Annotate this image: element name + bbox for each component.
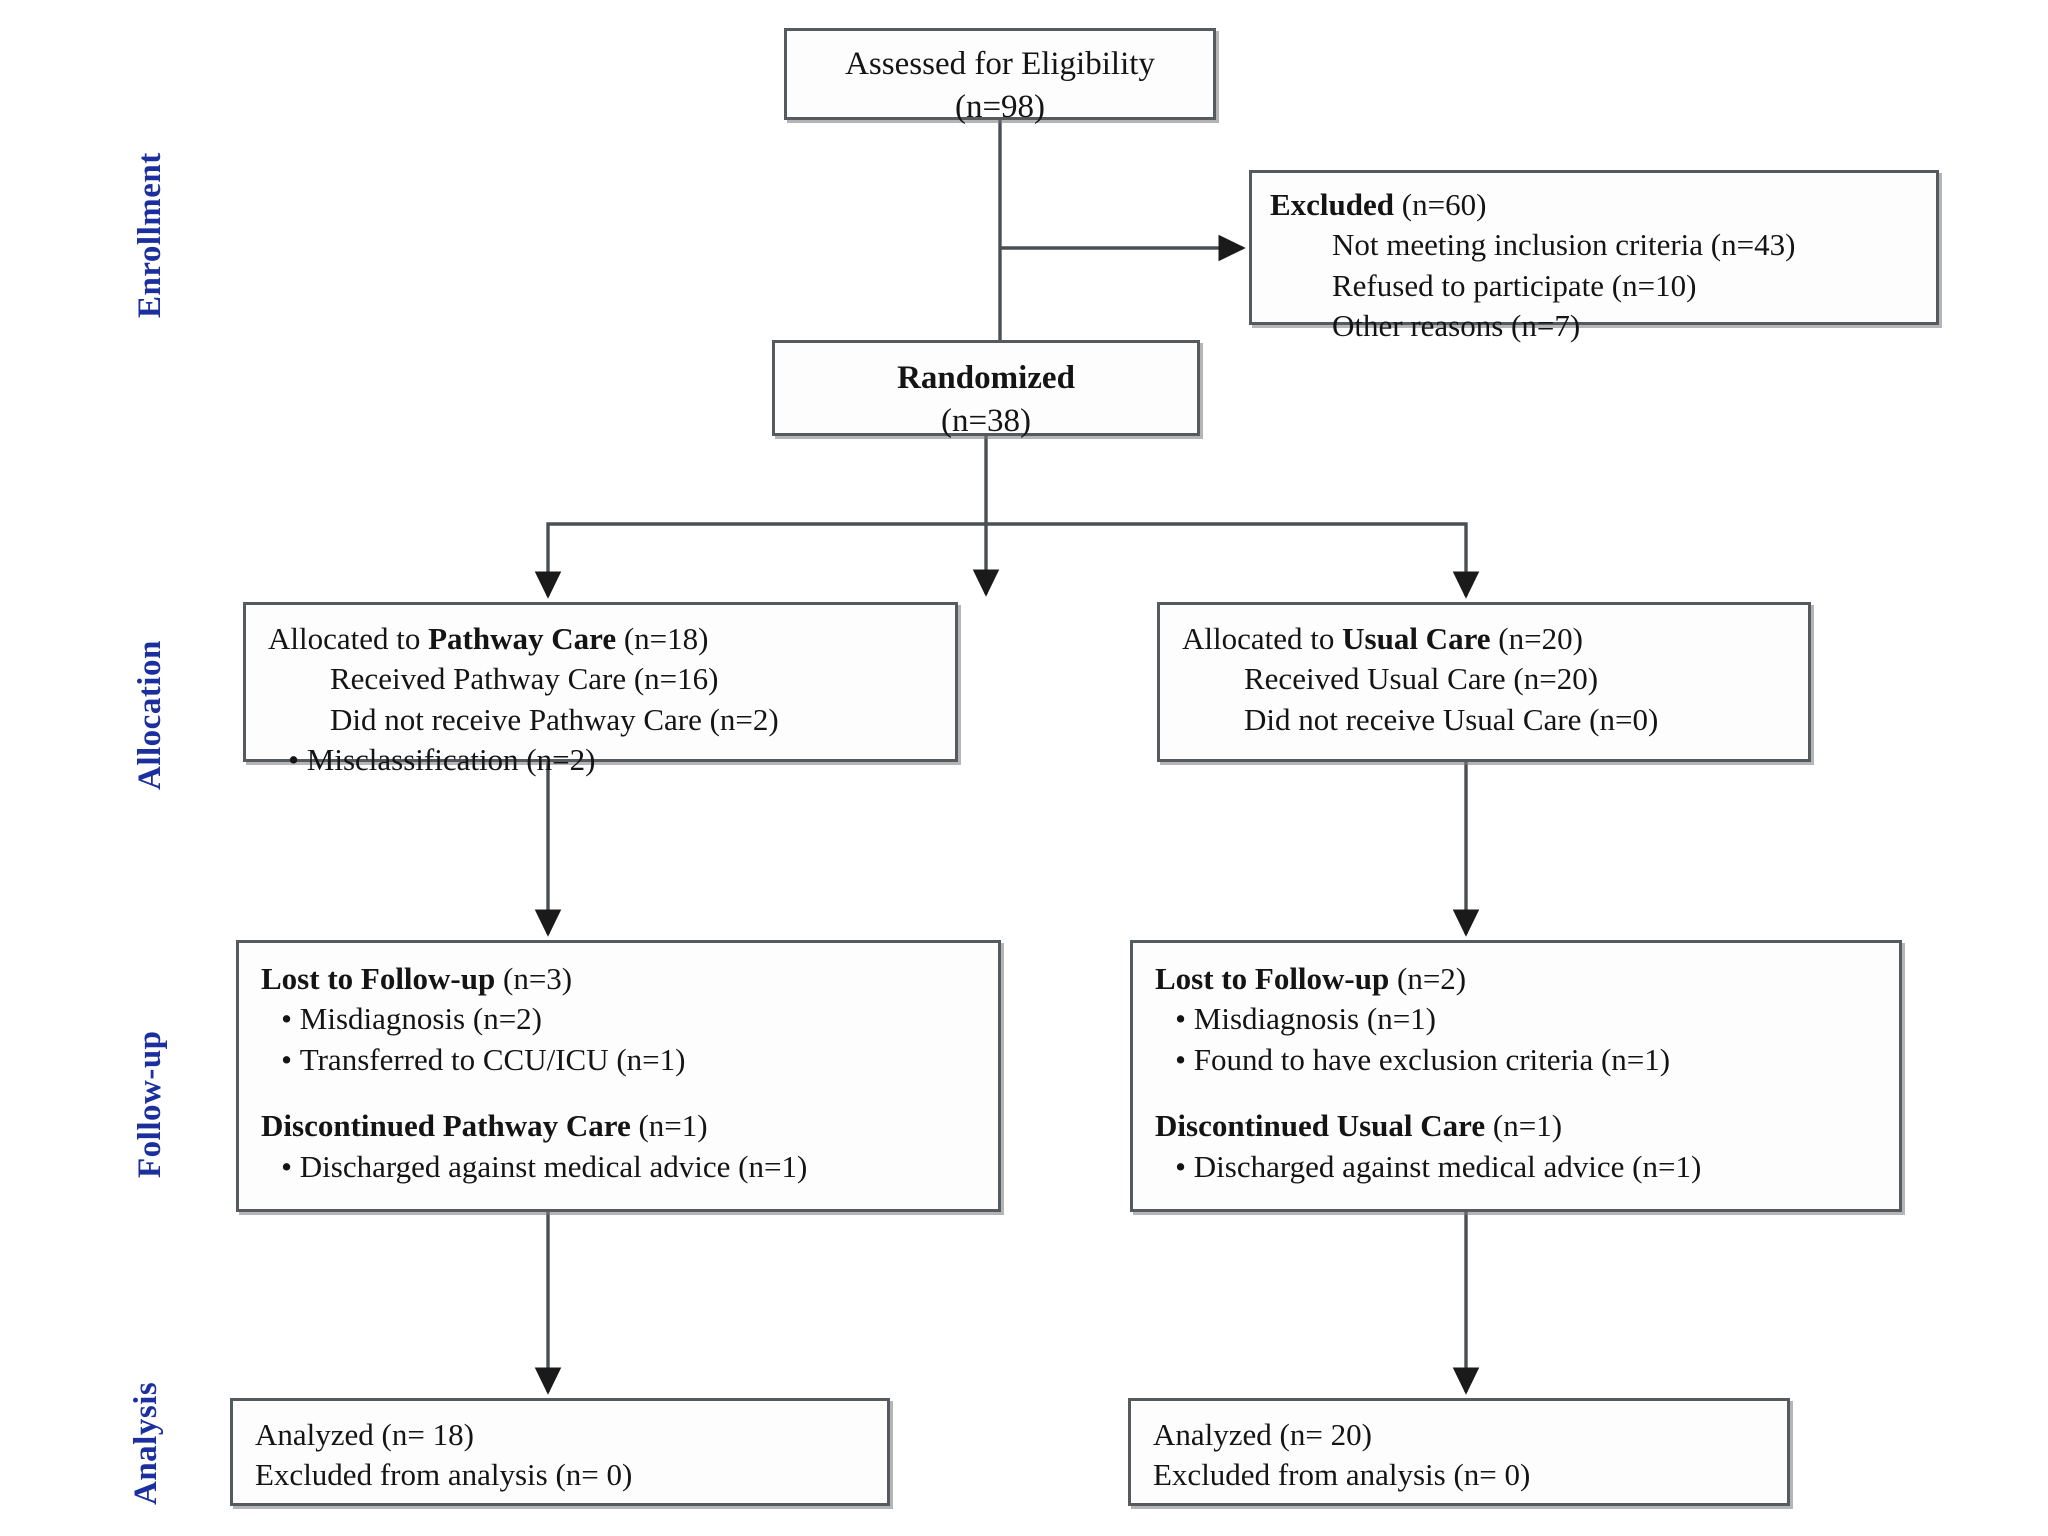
followup-lost-bullet-text: Found to have exclusion criteria (n=1) — [1193, 1041, 1671, 1077]
node-followup-usual-care: Lost to Follow-up (n=2) • Misdiagnosis (… — [1130, 940, 1902, 1212]
allocation-bullet-text: Misclassification (n=2) — [306, 741, 596, 777]
node-assessed-for-eligibility: Assessed for Eligibility (n=98) — [784, 28, 1216, 125]
followup-lost-label: Lost to Follow-up — [261, 961, 496, 996]
allocation-received: Received Pathway Care (n=16) — [330, 661, 719, 697]
split-to-left-arm — [534, 522, 986, 599]
followup-discontinued-count: (n=1) — [630, 1108, 708, 1144]
followup-lost-count: (n=3) — [495, 961, 573, 996]
spacer — [1155, 1080, 1899, 1106]
node-analysis-pathway-care: Analyzed (n= 18) Excluded from analysis … — [230, 1398, 890, 1506]
followup-discontinued-label: Discontinued Pathway Care — [261, 1108, 631, 1144]
excluded-heading-label: Excluded — [1270, 187, 1395, 222]
split-to-right-arm — [986, 522, 1480, 599]
followup-lost-heading: Lost to Follow-up (n=3) — [261, 959, 998, 999]
allocation-count: (n=20) — [1490, 621, 1583, 656]
allocation-prefix: Allocated to — [268, 621, 429, 656]
followup-lost-bullet: • Found to have exclusion criteria (n=1) — [1175, 1041, 1671, 1077]
node-followup-pathway-care: Lost to Follow-up (n=3) • Misdiagnosis (… — [236, 940, 1001, 1212]
allocation-heading: Allocated to Pathway Care (n=18) — [268, 619, 955, 659]
followup-lost-label: Lost to Follow-up — [1155, 961, 1390, 996]
followup-lost-bullet: • Misdiagnosis (n=2) — [281, 1001, 542, 1037]
allocation-heading: Allocated to Usual Care (n=20) — [1182, 619, 1808, 659]
followup-lost-bullet-text: Transferred to CCU/ICU (n=1) — [299, 1041, 686, 1077]
followup-lost-count: (n=2) — [1389, 961, 1467, 996]
analysis-analyzed: Analyzed (n= 20) — [1153, 1417, 1372, 1452]
followup-discontinued-heading: Discontinued Usual Care (n=1) — [1155, 1106, 1899, 1146]
stage-label-allocation: Allocation — [132, 640, 168, 790]
excluded-reason: Refused to participate (n=10) — [1332, 267, 1697, 303]
node-analysis-usual-care: Analyzed (n= 20) Excluded from analysis … — [1128, 1398, 1790, 1506]
allocation-not-received: Did not receive Usual Care (n=0) — [1244, 701, 1659, 737]
analysis-analyzed: Analyzed (n= 18) — [255, 1417, 474, 1452]
stage-label-enrollment: Enrollment — [132, 152, 168, 318]
node-excluded: Excluded (n=60) Not meeting inclusion cr… — [1249, 170, 1939, 343]
excluded-heading: Excluded (n=60) — [1270, 185, 1936, 225]
analysis-excluded: Excluded from analysis (n= 0) — [255, 1457, 633, 1493]
allocation-bullet: • Misclassification (n=2) — [288, 741, 596, 777]
followup-lost-heading: Lost to Follow-up (n=2) — [1155, 959, 1899, 999]
followup-lost-bullet: • Misdiagnosis (n=1) — [1175, 1001, 1436, 1037]
followup-discontinued-bullet-text: Discharged against medical advice (n=1) — [299, 1148, 808, 1184]
randomized-count: (n=38) — [940, 402, 1032, 439]
excluded-heading-count: (n=60) — [1394, 187, 1487, 222]
followup-lost-bullet-text: Misdiagnosis (n=2) — [299, 1001, 542, 1037]
node-allocation-usual-care: Allocated to Usual Care (n=20) Received … — [1157, 602, 1811, 762]
followup-discontinued-bullet: • Discharged against medical advice (n=1… — [281, 1148, 808, 1184]
eligibility-count: (n=98) — [954, 88, 1046, 125]
excluded-reason: Not meeting inclusion criteria (n=43) — [1332, 227, 1796, 263]
followup-discontinued-heading: Discontinued Pathway Care (n=1) — [261, 1106, 998, 1146]
excluded-reason: Other reasons (n=7) — [1332, 307, 1581, 343]
stage-label-followup: Follow-up — [132, 1030, 168, 1178]
node-randomized: Randomized (n=38) — [772, 340, 1200, 439]
followup-lost-bullet: • Transferred to CCU/ICU (n=1) — [281, 1041, 686, 1077]
followup-discontinued-count: (n=1) — [1485, 1108, 1563, 1144]
allocation-received: Received Usual Care (n=20) — [1244, 661, 1599, 697]
eligibility-title: Assessed for Eligibility — [845, 46, 1155, 82]
followup-discontinued-bullet-text: Discharged against medical advice (n=1) — [1193, 1148, 1702, 1184]
allocation-count: (n=18) — [616, 621, 709, 656]
followup-lost-bullet-text: Misdiagnosis (n=1) — [1193, 1001, 1436, 1037]
allocation-prefix: Allocated to — [1182, 621, 1343, 656]
analysis-excluded: Excluded from analysis (n= 0) — [1153, 1457, 1531, 1493]
spacer — [261, 1080, 998, 1106]
allocation-arm-name: Pathway Care — [428, 621, 617, 656]
node-allocation-pathway-care: Allocated to Pathway Care (n=18) Receive… — [243, 602, 958, 777]
stage-label-analysis: Analysis — [128, 1381, 164, 1505]
followup-discontinued-label: Discontinued Usual Care — [1155, 1108, 1486, 1144]
allocation-arm-name: Usual Care — [1342, 621, 1491, 656]
randomized-title: Randomized — [897, 360, 1075, 396]
allocation-not-received: Did not receive Pathway Care (n=2) — [330, 701, 779, 737]
followup-discontinued-bullet: • Discharged against medical advice (n=1… — [1175, 1148, 1702, 1184]
